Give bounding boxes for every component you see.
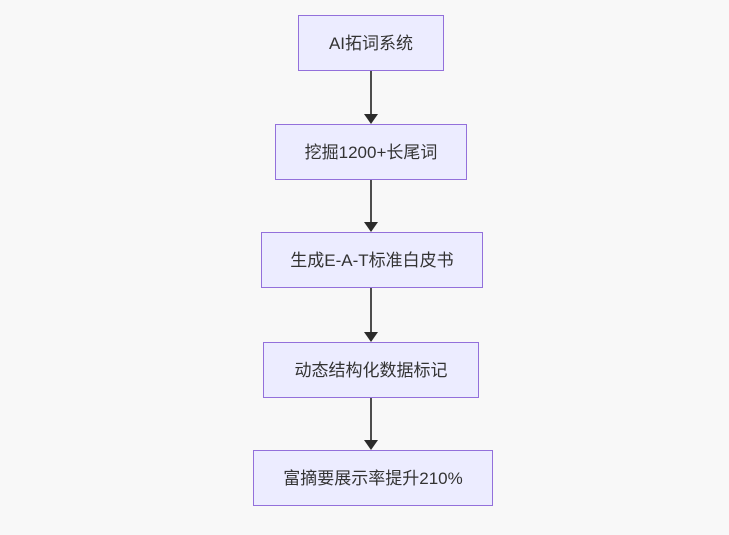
- arrow-line: [370, 71, 372, 117]
- flow-arrow-4: [364, 398, 378, 450]
- arrowhead-icon: [364, 440, 378, 450]
- flow-node-ai-keyword-system: AI拓词系统: [298, 15, 444, 71]
- flow-node-longtail-mining: 挖掘1200+长尾词: [275, 124, 467, 180]
- flow-node-rich-snippet-uplift: 富摘要展示率提升210%: [253, 450, 493, 506]
- flow-node-eat-whitepaper: 生成E-A-T标准白皮书: [261, 232, 483, 288]
- flow-node-structured-data-markup: 动态结构化数据标记: [263, 342, 479, 398]
- arrowhead-icon: [364, 222, 378, 232]
- flow-arrow-3: [364, 288, 378, 342]
- flow-node-label: 生成E-A-T标准白皮书: [290, 250, 454, 270]
- arrow-line: [370, 180, 372, 225]
- flow-arrow-2: [364, 180, 378, 232]
- flow-node-label: 挖掘1200+长尾词: [304, 142, 438, 162]
- arrow-line: [370, 398, 372, 443]
- arrow-line: [370, 288, 372, 335]
- flow-node-label: 富摘要展示率提升210%: [283, 468, 463, 488]
- flow-node-label: AI拓词系统: [328, 33, 414, 53]
- flow-arrow-1: [364, 71, 378, 124]
- arrowhead-icon: [364, 114, 378, 124]
- flow-node-label: 动态结构化数据标记: [294, 360, 448, 380]
- arrowhead-icon: [364, 332, 378, 342]
